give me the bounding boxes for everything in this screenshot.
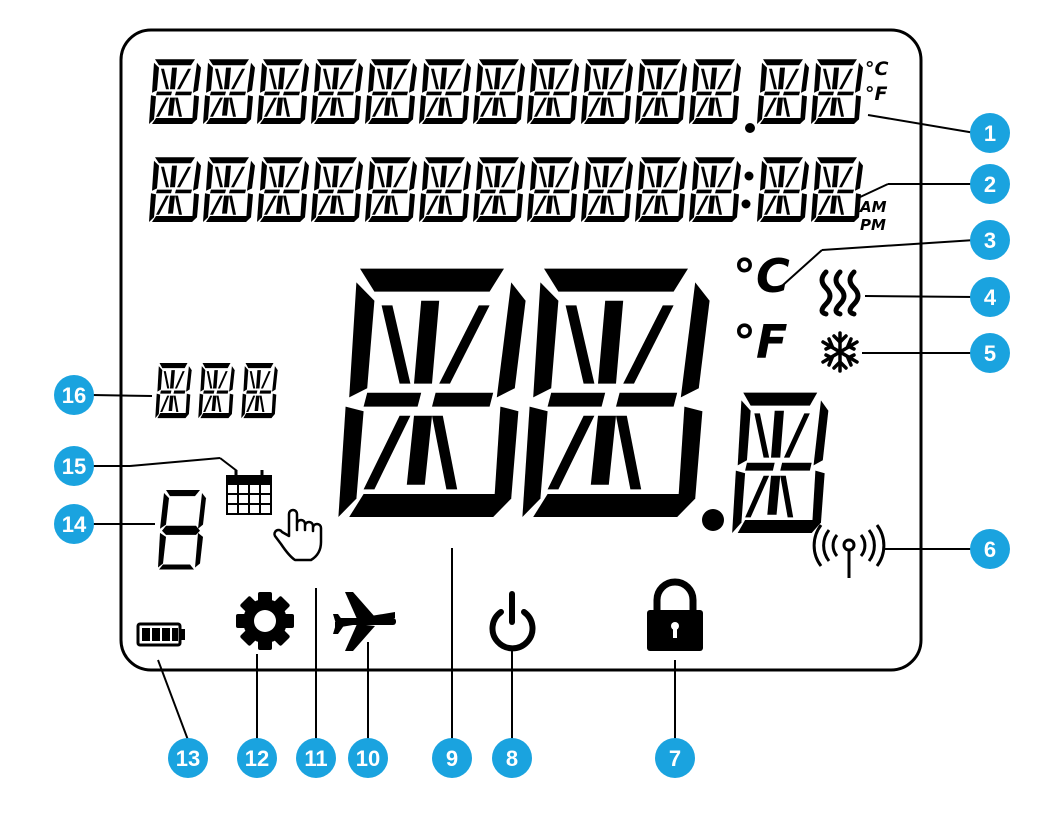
callout-markers: 1 2 3 4 5 6 7 8 [54, 113, 1010, 778]
svg-text:7: 7 [669, 746, 681, 771]
battery-icon [136, 622, 185, 647]
heating-waves-icon [819, 269, 861, 317]
unit-small-fahrenheit: °F [865, 83, 888, 105]
callout-15: 15 [54, 446, 94, 486]
callout-5: 5 [970, 333, 1010, 373]
callout-6: 6 [970, 529, 1010, 569]
callout-8: 8 [492, 738, 532, 778]
unit-celsius: °C [733, 249, 790, 303]
gear-icon [236, 592, 294, 650]
lcd-frame [119, 28, 923, 672]
text-line-2 [149, 157, 863, 222]
small-text-display [155, 363, 278, 419]
svg-text:8: 8 [506, 746, 518, 771]
callout-12: 12 [237, 738, 277, 778]
unit-fahrenheit: °F [733, 315, 787, 369]
text-line-1 [149, 59, 863, 133]
callout-13: 13 [168, 738, 208, 778]
svg-text:6: 6 [984, 537, 996, 562]
svg-text:1: 1 [984, 121, 996, 146]
svg-text:3: 3 [984, 228, 996, 253]
svg-text:16: 16 [62, 383, 86, 408]
program-digit [158, 490, 206, 570]
airplane-icon [333, 592, 396, 651]
wireless-signal-icon [812, 524, 886, 578]
svg-text:10: 10 [356, 746, 380, 771]
callout-2: 2 [970, 164, 1010, 204]
svg-text:15: 15 [62, 454, 86, 479]
callout-leader-lines [91, 114, 976, 741]
hand-pointer-icon [273, 508, 323, 562]
am-indicator: AM [859, 198, 887, 216]
main-temperature-digits [338, 268, 829, 533]
power-icon [489, 591, 536, 652]
callout-1: 1 [970, 113, 1010, 153]
callout-11: 11 [296, 738, 336, 778]
callout-4: 4 [970, 277, 1010, 317]
svg-text:9: 9 [446, 746, 458, 771]
callout-16: 16 [54, 375, 94, 415]
svg-text:12: 12 [245, 746, 269, 771]
unit-small-celsius: °C [865, 58, 889, 80]
svg-text:2: 2 [984, 172, 996, 197]
svg-text:4: 4 [984, 285, 997, 310]
svg-text:14: 14 [62, 512, 87, 537]
pm-indicator: PM [860, 216, 886, 234]
padlock-icon [647, 578, 703, 651]
callout-9: 9 [432, 738, 472, 778]
svg-text:13: 13 [176, 746, 200, 771]
svg-text:5: 5 [984, 341, 996, 366]
calendar-icon [226, 470, 272, 515]
callout-14: 14 [54, 504, 94, 544]
snowflake-icon [821, 331, 859, 373]
svg-text:11: 11 [304, 746, 327, 771]
callout-3: 3 [970, 220, 1010, 260]
callout-7: 7 [655, 738, 695, 778]
callout-10: 10 [348, 738, 388, 778]
